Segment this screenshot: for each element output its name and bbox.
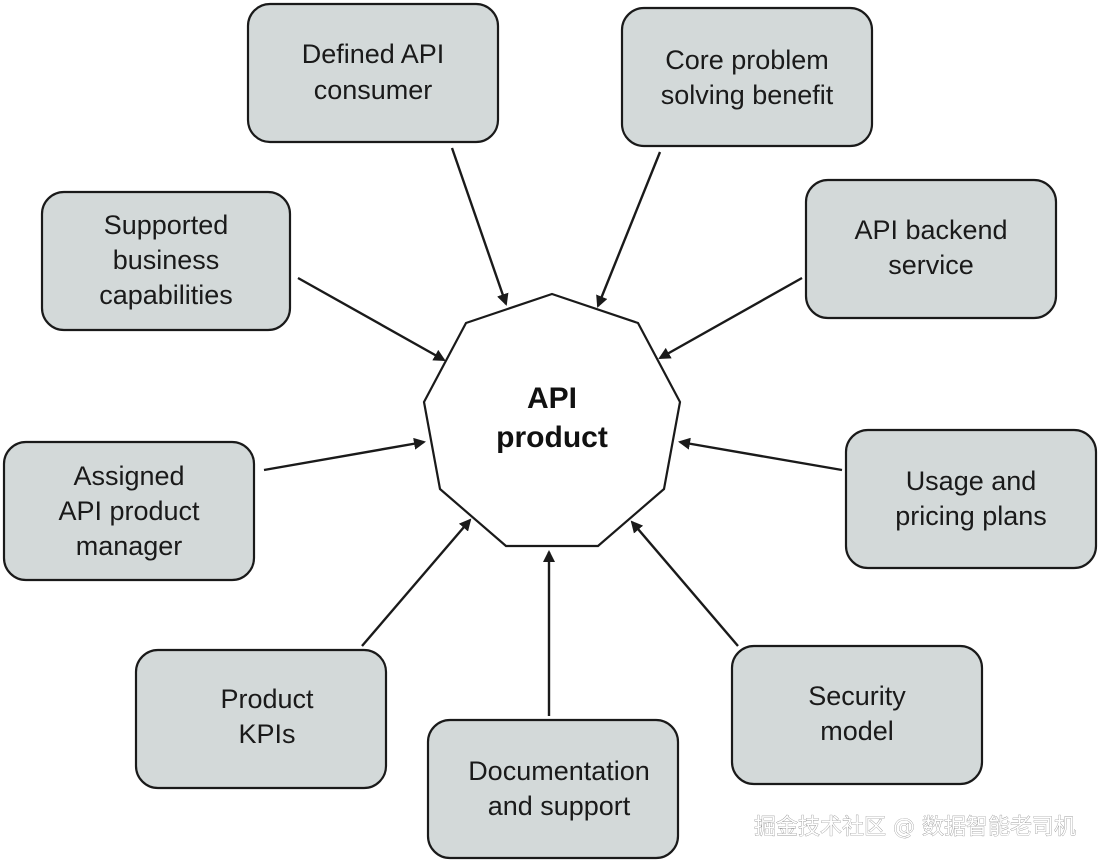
box-label-line: Product <box>220 684 314 714</box>
box-defined-api-consumer: Defined API consumer <box>246 2 500 144</box>
box-label-line: consumer <box>314 75 433 105</box>
box-security-model: Security model <box>730 644 984 786</box>
box-label-line: KPIs <box>238 719 295 749</box>
box-label-line: pricing plans <box>895 501 1047 531</box>
box-api-backend-service: API backend service <box>804 178 1058 320</box>
box-usage-and-pricing-plans: Usage and pricing plans <box>844 428 1098 570</box>
api-product-node: API product <box>422 292 682 548</box>
box-label-line: service <box>888 250 974 280</box>
box-label-line: and support <box>488 791 631 821</box>
box-label-line: API backend <box>854 215 1007 245</box>
box-label-line: Core problem <box>665 45 829 75</box>
box-label-line: API product <box>58 496 200 526</box>
api-product-polygon <box>422 292 682 548</box>
box-label-line: Documentation <box>468 756 650 786</box>
box-label-line: model <box>820 716 894 746</box>
box-label-line: capabilities <box>99 280 233 310</box>
box-label-line: Security <box>808 681 906 711</box>
arrow-core-problem-solving-benefit <box>596 151 662 308</box>
center-label-line-2: product <box>496 421 608 454</box>
arrow-usage-and-pricing-plans <box>678 437 843 472</box>
box-label-line: Usage and <box>906 466 1037 496</box>
box-assigned-api-product-manager: Assigned API product manager <box>2 440 256 582</box>
arrow-security-model <box>630 520 739 647</box>
box-label-line: Defined API <box>302 39 445 69</box>
box-core-problem-solving-benefit: Core problem solving benefit <box>620 6 874 148</box>
arrow-assigned-api-product-manager <box>263 437 426 472</box>
box-label-line: business <box>113 245 220 275</box>
box-supported-business-capabilities: Supported business capabilities <box>40 190 292 332</box>
box-documentation-and-support: Documentation and support <box>426 718 680 860</box>
box-label-line: Assigned <box>73 461 184 491</box>
arrows <box>263 147 843 716</box>
box-label-line: Supported <box>104 210 229 240</box>
arrow-supported-business-capabilities <box>297 276 446 362</box>
box-label-line: manager <box>76 531 183 561</box>
arrow-api-backend-service <box>658 276 803 360</box>
box-product-kpis: Product KPIs <box>134 648 388 790</box>
box-label-line: solving benefit <box>661 80 834 110</box>
center-label-line-1: API <box>527 382 577 415</box>
arrow-defined-api-consumer <box>450 147 509 306</box>
arrow-product-kpis <box>361 518 472 647</box>
watermark-text: 掘金技术社区 @ 数据智能老司机 <box>754 815 1076 840</box>
